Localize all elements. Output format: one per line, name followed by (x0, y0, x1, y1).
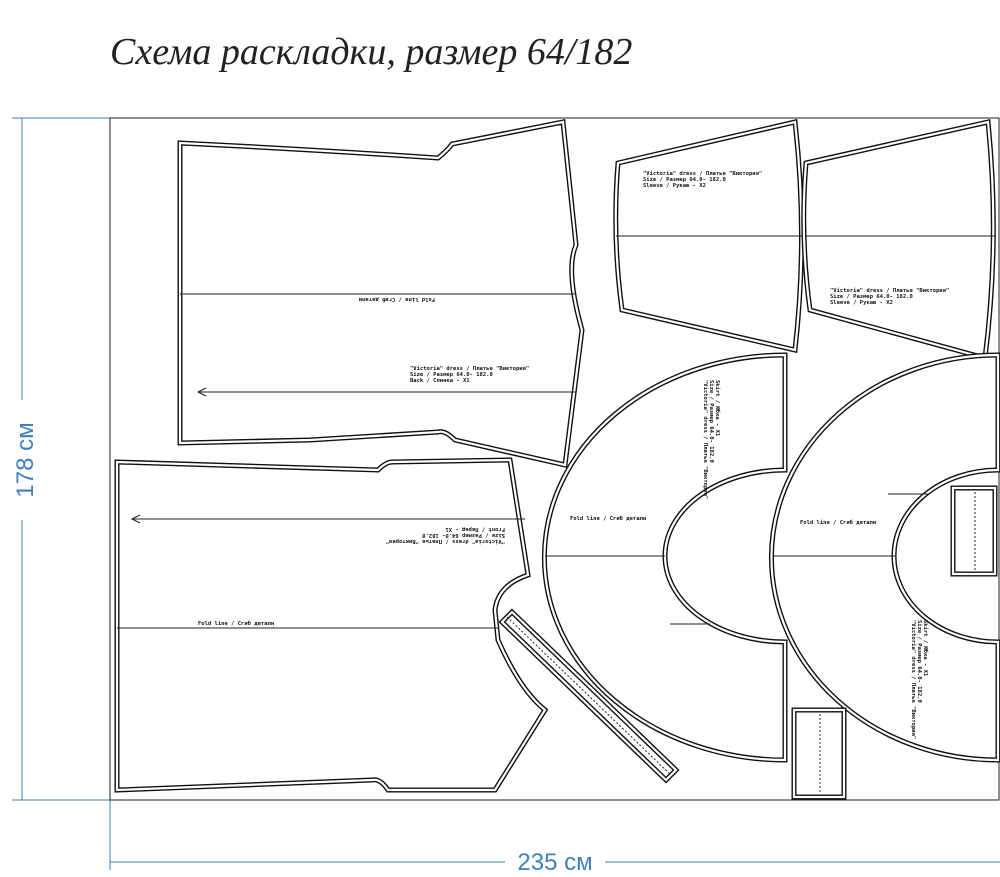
piece-skirt-1: Fold line / Сгиб детали "Victoria" dress… (541, 352, 788, 763)
back-fold-label: Fold line / Сгиб детали (359, 296, 435, 303)
height-dimension: 178 см (12, 117, 110, 801)
sleeve1-label-1: "Victoria" dress / Платье "Виктория" (643, 171, 762, 177)
skirt1-label-1: "Victoria" dress / Платье "Виктория" (702, 380, 708, 499)
sleeve1-label-2: Size / Размер 64.0- 182.0 (643, 177, 726, 183)
skirt2-label-1: "Victoria" dress / Платье "Виктория" (910, 620, 916, 739)
piece-sleeve-1: "Victoria" dress / Платье "Виктория" Siz… (613, 118, 804, 354)
piece-skirt-2: Fold line / Сгиб детали "Victoria" dress… (769, 352, 1000, 763)
piece-small-1 (950, 485, 998, 577)
front-label-1: "Victoria" dress / Платье "Виктория" (386, 538, 505, 544)
back-label-3: Back / Спинка - X1 (410, 378, 470, 384)
piece-back: Fold line / Сгиб детали "Victoria" dress… (177, 119, 585, 469)
piece-sleeve-2: "Victoria" dress / Платье "Виктория" Siz… (801, 118, 996, 362)
sleeve2-label-2: Size / Размер 64.0- 182.0 (830, 294, 913, 300)
piece-front: Fold line / Сгиб детали "Victoria" dress… (114, 457, 549, 793)
skirt2-label-2: Size / Размер 64.0- 182.0 (916, 620, 922, 703)
page-title: Схема раскладки, размер 64/182 (110, 31, 633, 73)
sleeve1-label-3: Sleeve / Рукав - X2 (643, 183, 706, 189)
back-label-2: Size / Размер 64.0- 182.0 (410, 372, 493, 378)
width-label: 235 см (517, 849, 592, 876)
width-dimension: 235 см (109, 800, 1000, 876)
skirt1-fold-label: Fold line / Сгиб детали (570, 515, 646, 522)
back-label-1: "Victoria" dress / Платье "Виктория" (410, 366, 529, 372)
front-label-3: Front / Перед - X1 (445, 526, 505, 532)
piece-small-2 (791, 707, 847, 800)
skirt2-label-3: Skirt / Юбка - X1 (922, 620, 929, 677)
front-fold-label: Fold line / Сгиб детали (198, 620, 274, 627)
piece-belt (498, 608, 680, 784)
height-label: 178 см (12, 422, 39, 497)
sleeve2-label-1: "Victoria" dress / Платье "Виктория" (830, 288, 949, 294)
skirt1-label-2: Size / Размер 64.0- 182.0 (708, 380, 714, 463)
front-label-2: Size / Размер 64.0- 182.0 (422, 532, 505, 538)
skirt2-fold-label: Fold line / Сгиб детали (800, 519, 876, 526)
sleeve2-label-3: Sleeve / Рукав - X2 (830, 300, 893, 306)
skirt1-label-3: Skirt / Юбка - X1 (714, 380, 721, 437)
